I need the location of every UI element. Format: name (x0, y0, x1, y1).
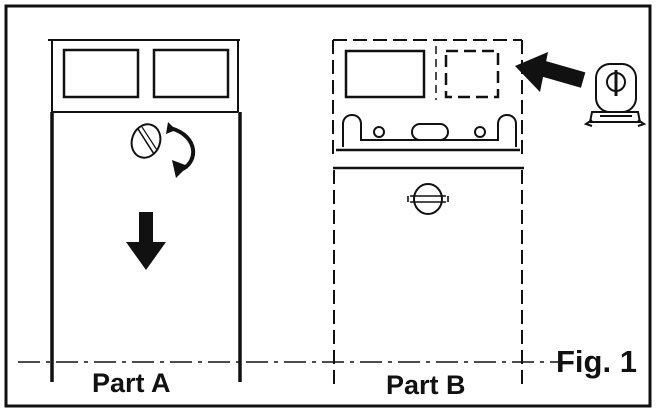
part-a-label: Part A (92, 368, 171, 398)
part-b-knob-icon (407, 183, 449, 215)
part-a-knob-icon (130, 123, 162, 159)
part-b-fixture (332, 39, 647, 390)
lamp-holder-icon (583, 63, 647, 127)
part-b-lamp-window-left (344, 49, 426, 99)
slide-down-arrow-icon (126, 212, 166, 270)
part-a-lamp-window-right (152, 48, 230, 99)
figure-frame (4, 4, 652, 408)
part-b-label: Part B (386, 370, 466, 400)
part-a-lamp-window-left (62, 48, 140, 99)
insert-left-arrow-icon (515, 52, 586, 92)
figure-label: Fig. 1 (556, 344, 637, 379)
part-b-mounting-plate (336, 114, 520, 152)
rotate-clockwise-arrow-icon (166, 122, 196, 178)
part-a-fixture (48, 39, 242, 382)
part-b-lamp-window-right-dashed (444, 49, 500, 99)
